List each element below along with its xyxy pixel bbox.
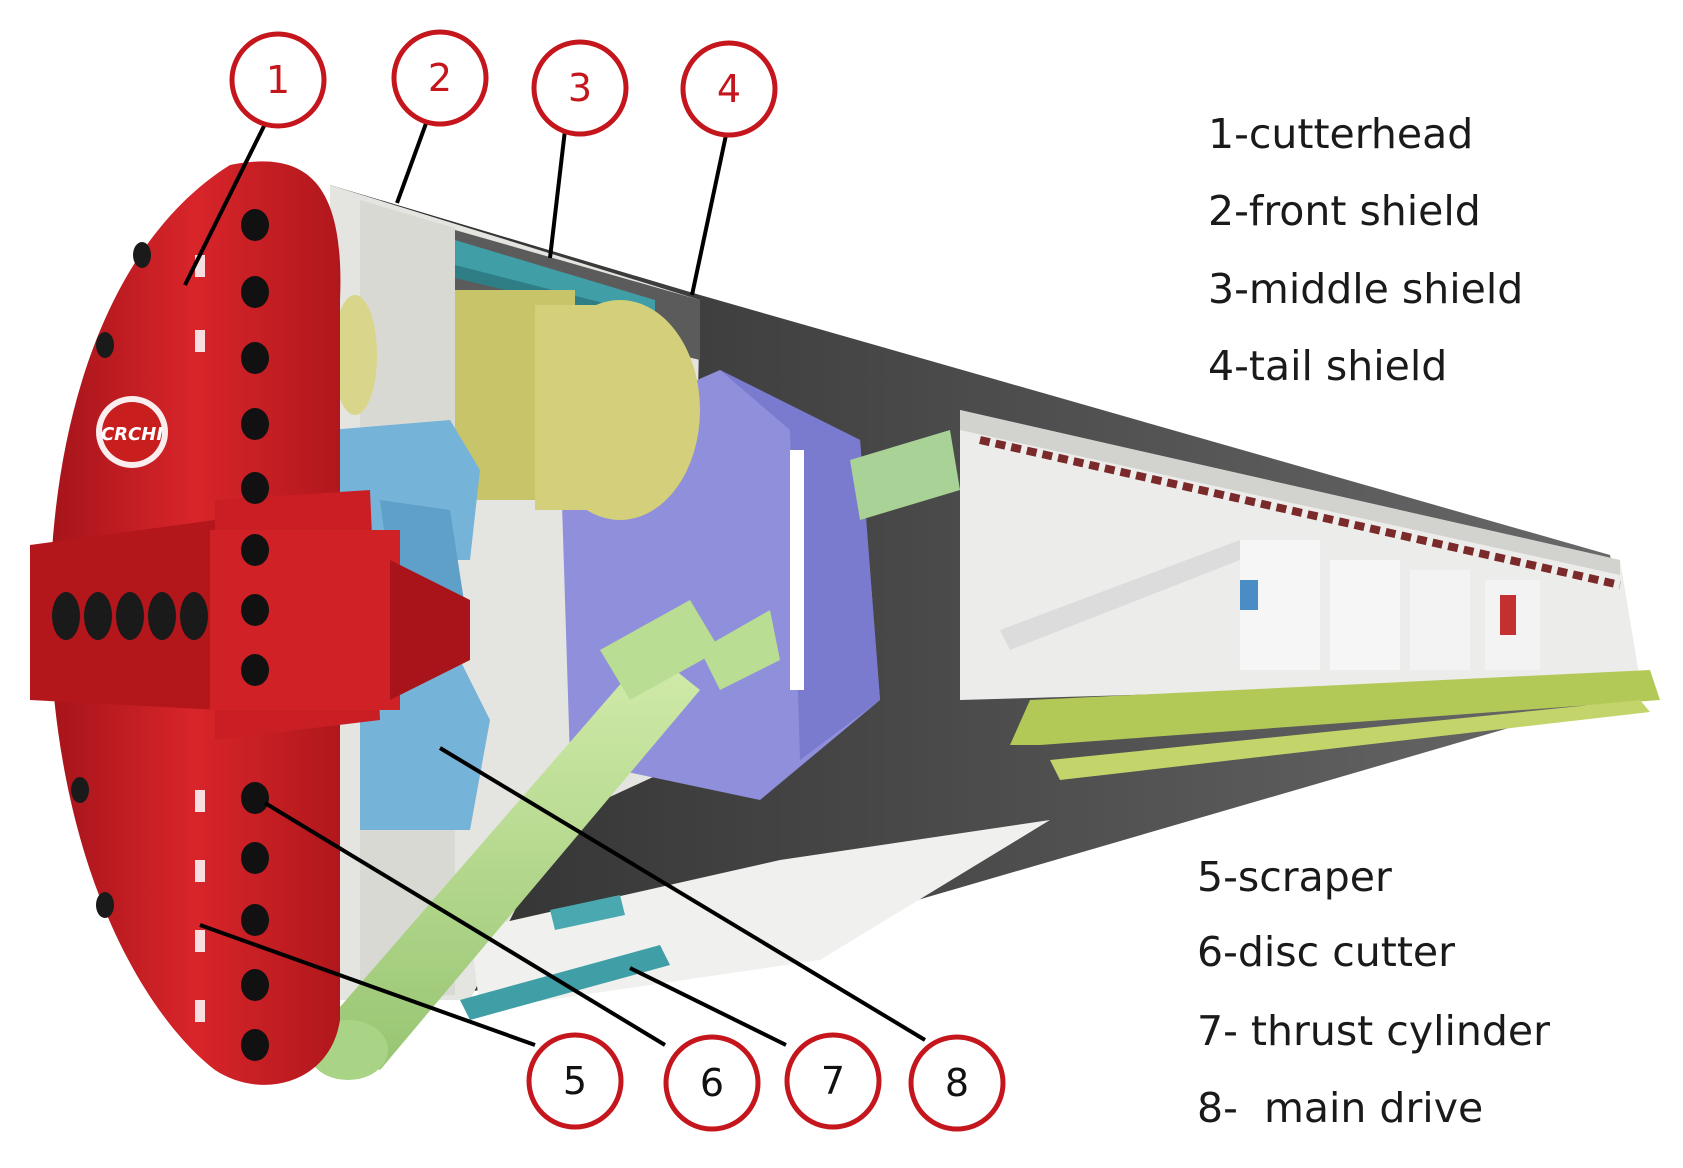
svg-text:5: 5 xyxy=(563,1059,587,1103)
crchi-logo: CRCHI xyxy=(96,396,168,468)
legend-item-thrust-cylinder: 7- thrust cylinder xyxy=(1197,1007,1550,1055)
leader-line-5 xyxy=(199,923,536,1047)
legend-item-disc-cutter: 6-disc cutter xyxy=(1197,928,1455,976)
callout-5: 5 xyxy=(526,1032,624,1130)
backup-gantry xyxy=(960,410,1660,780)
callout-1: 1 xyxy=(229,31,327,129)
legend-item-tail-shield: 4-tail shield xyxy=(1208,342,1448,390)
leader-line-1 xyxy=(183,117,270,286)
leader-line-4 xyxy=(690,134,728,296)
svg-text:1: 1 xyxy=(266,58,290,102)
leader-line-6 xyxy=(263,801,667,1047)
cutterhead: CRCHI xyxy=(30,161,470,1085)
main-drive xyxy=(333,290,700,520)
callout-8: 8 xyxy=(908,1034,1006,1132)
svg-text:CRCHI: CRCHI xyxy=(101,424,163,445)
disc-cutter-column xyxy=(241,209,269,1061)
callout-6: 6 xyxy=(663,1034,761,1132)
callout-3: 3 xyxy=(531,39,629,137)
disc-cutter-row-front xyxy=(52,592,208,640)
callout-7: 7 xyxy=(784,1032,882,1130)
leader-line-7 xyxy=(629,966,787,1047)
callout-2: 2 xyxy=(391,29,489,127)
callouts: 1 2 3 4 5 6 7 8 xyxy=(229,29,1006,1132)
legend-item-scraper: 5-scraper xyxy=(1197,853,1392,901)
svg-text:4: 4 xyxy=(717,67,741,111)
svg-text:2: 2 xyxy=(428,56,452,100)
leader-line-3 xyxy=(548,129,567,259)
leader-lines xyxy=(183,117,927,1047)
svg-text:7: 7 xyxy=(821,1059,845,1103)
legend-item-cutterhead: 1-cutterhead xyxy=(1208,110,1474,158)
scraper-slots xyxy=(195,255,205,1022)
gauge-cutters xyxy=(71,242,151,918)
leader-line-8 xyxy=(438,746,927,1042)
svg-text:8: 8 xyxy=(945,1061,969,1105)
screw-conveyor xyxy=(308,600,780,1080)
svg-text:3: 3 xyxy=(568,66,592,110)
legend-item-main-drive: 8- main drive xyxy=(1197,1084,1484,1132)
legend-item-middle-shield: 3-middle shield xyxy=(1208,265,1524,313)
legend-item-front-shield: 2-front shield xyxy=(1208,187,1481,235)
leader-line-2 xyxy=(395,117,430,204)
callout-4: 4 xyxy=(680,40,778,138)
svg-text:6: 6 xyxy=(700,1061,724,1105)
